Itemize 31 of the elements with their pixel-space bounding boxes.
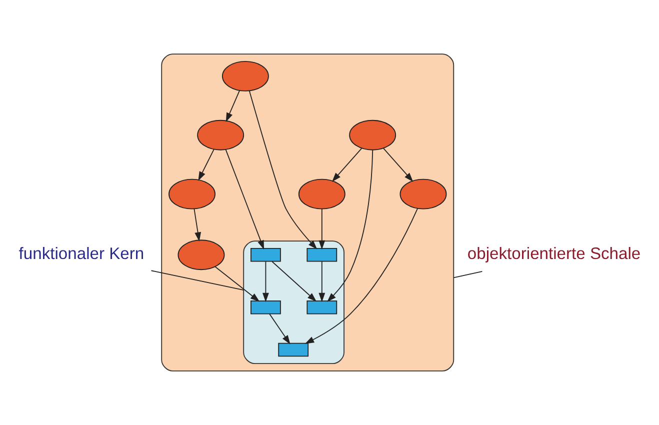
node-box xyxy=(250,248,281,262)
node-box xyxy=(278,342,309,357)
node-circle xyxy=(298,178,346,210)
arrow xyxy=(198,148,214,181)
node-circle xyxy=(349,120,396,150)
cluster xyxy=(161,54,454,372)
node-circle xyxy=(178,240,225,270)
arrow xyxy=(332,148,362,182)
arrow xyxy=(318,208,326,250)
connector xyxy=(453,271,483,278)
arrow xyxy=(327,150,374,302)
arrow xyxy=(248,90,318,250)
arrow xyxy=(272,261,317,302)
node-box xyxy=(250,300,281,314)
arrow xyxy=(194,208,202,242)
arrow xyxy=(225,149,264,250)
node-circle xyxy=(168,178,216,210)
node-circle xyxy=(222,60,269,92)
arrow xyxy=(226,90,240,122)
node-box xyxy=(306,300,338,314)
arrow xyxy=(318,261,326,302)
arrow xyxy=(304,208,418,344)
node-text: funktionaler Kern xyxy=(18,244,144,263)
node-box xyxy=(306,248,338,262)
arrow xyxy=(262,261,269,302)
arrow xyxy=(383,148,414,182)
arrow xyxy=(214,266,260,302)
arrow xyxy=(269,313,290,344)
node-circle xyxy=(400,178,447,210)
node-circle xyxy=(197,120,244,150)
node-text: objektorientierte Schale xyxy=(467,244,641,263)
